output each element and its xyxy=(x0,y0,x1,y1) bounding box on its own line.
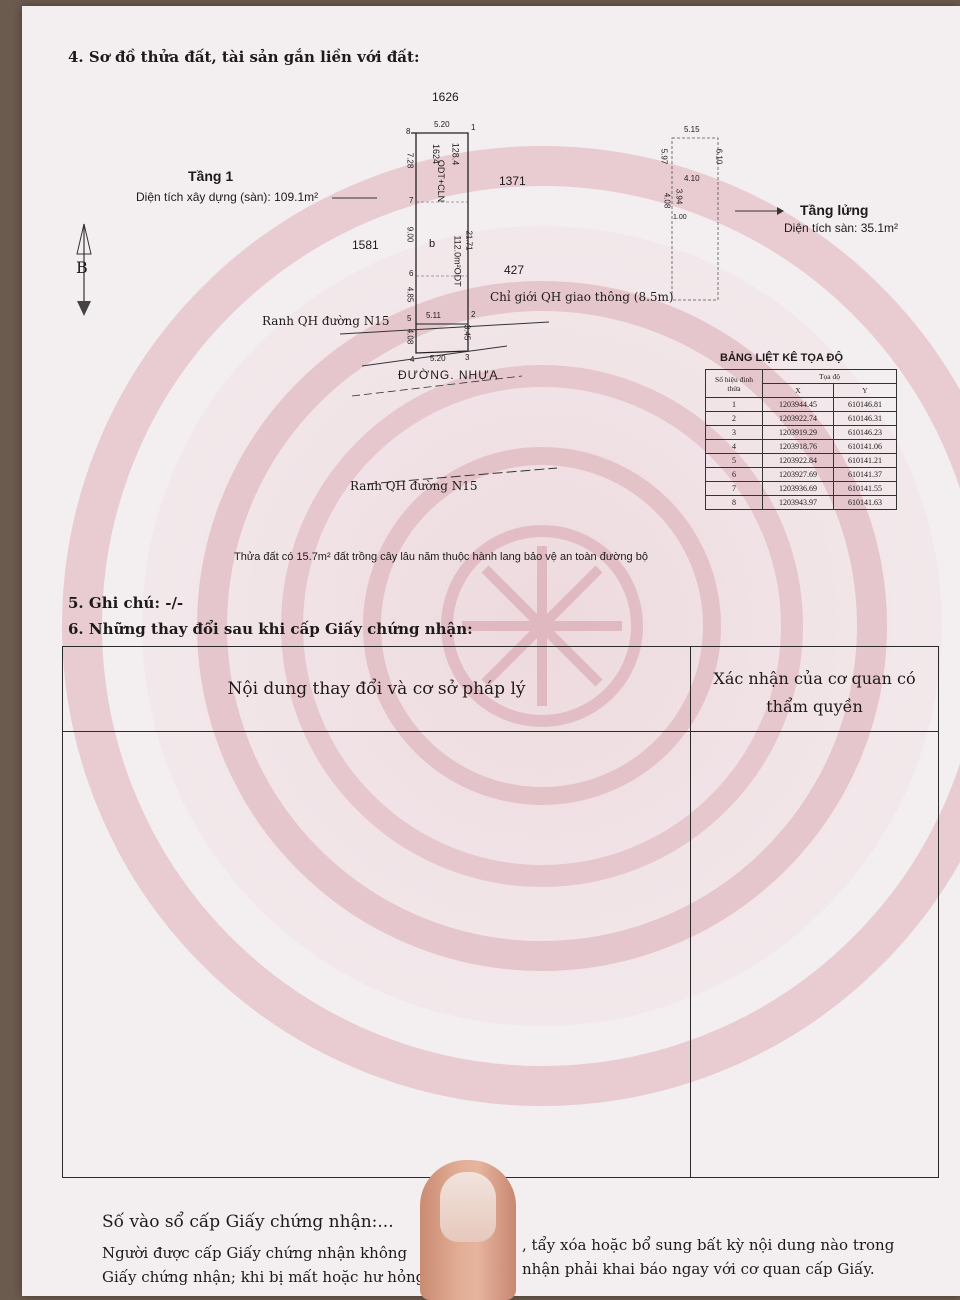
mezz-dim-left-top: 5.97 xyxy=(659,148,669,165)
section-5-title: 5. Ghi chú: -/- xyxy=(68,594,184,612)
section-6-title: 6. Những thay đổi sau khi cấp Giấy chứng… xyxy=(68,620,473,638)
thumbnail-nail xyxy=(440,1172,496,1242)
mezz-dim-mid: 4.10 xyxy=(684,174,700,183)
coord-y: 610141.06 xyxy=(833,439,897,454)
point-number: 1 xyxy=(705,397,763,412)
coords-col-coord: Tọa độ xyxy=(762,369,897,384)
mezzanine-area: Diện tích sàn: 35.1m² xyxy=(784,221,899,235)
parcel-west: 1581 xyxy=(352,238,379,252)
point-number: 5 xyxy=(705,453,763,468)
dim-bottom: 5.20 xyxy=(430,354,446,363)
dim-left-2: 9.00 xyxy=(405,226,415,243)
coord-y: 610146.31 xyxy=(833,411,897,426)
mezz-dim-small: 1.00 xyxy=(673,214,687,221)
coord-y: 610141.21 xyxy=(833,453,897,468)
notice-line-1b: , tẩy xóa hoặc bổ sung bất kỳ nội dung n… xyxy=(522,1236,895,1254)
coords-col-x: X xyxy=(762,383,834,398)
parcel-north: 1626 xyxy=(432,90,459,104)
dim-right-low: 3.45 xyxy=(462,324,472,341)
coords-col-y: Y xyxy=(833,383,897,398)
floor1-area: Diện tích xây dựng (sàn): 109.1m² xyxy=(136,190,319,204)
vertex-1: 1 xyxy=(471,123,476,132)
coord-x: 1203936.69 xyxy=(762,481,834,496)
road-name: ĐƯỜNG. NHỰA xyxy=(398,368,499,382)
vertex-2: 2 xyxy=(471,310,476,319)
dim-left-4: 4.08 xyxy=(405,328,415,345)
mezz-dim-inner: 3.94 xyxy=(674,188,684,205)
coords-table-title: BẢNG LIỆT KÊ TỌA ĐỘ xyxy=(720,352,844,364)
point-number: 4 xyxy=(705,439,763,454)
coord-x: 1203918.76 xyxy=(762,439,834,454)
coord-y: 610146.23 xyxy=(833,425,897,440)
mezz-dim-top: 5.15 xyxy=(684,125,700,134)
north-letter: B xyxy=(76,258,88,277)
point-number: 3 xyxy=(705,425,763,440)
vertex-7: 7 xyxy=(409,196,414,205)
notice-line-1: Người được cấp Giấy chứng nhận không xyxy=(102,1244,408,1262)
vertex-6: 6 xyxy=(409,269,414,278)
parcel-southeast: 427 xyxy=(504,263,525,277)
coord-y: 610141.63 xyxy=(833,495,897,510)
coord-x: 1203943.97 xyxy=(762,495,834,510)
coord-x: 1203922.84 xyxy=(762,453,834,468)
certificate-page: 4. Sơ đồ thửa đất, tài sản gắn liền với … xyxy=(22,6,960,1296)
changes-divider xyxy=(690,647,691,1177)
coord-x: 1203922.74 xyxy=(762,411,834,426)
point-number: 8 xyxy=(705,495,763,510)
coords-col-point: Số hiệu đỉnh thửa xyxy=(705,369,763,398)
parcel-code: ODT+CLN xyxy=(436,159,447,203)
section-4-title: 4. Sơ đồ thửa đất, tài sản gắn liền với … xyxy=(68,48,420,66)
coord-y: 610141.37 xyxy=(833,467,897,482)
road-boundary-bottom: Ranh QH đường N15 xyxy=(350,479,478,493)
parcel-letter-b: b xyxy=(429,238,436,250)
changes-col-content: Nội dung thay đổi và cơ sở pháp lý xyxy=(227,679,526,699)
parcel-note: Thửa đất có 15.7m² đất trồng cây lâu năm… xyxy=(234,551,648,563)
point-number: 6 xyxy=(705,467,763,482)
parcel-zone: 112.0m²ODT xyxy=(452,235,463,287)
coord-y: 610146.81 xyxy=(833,397,897,412)
changes-header xyxy=(63,647,938,732)
mezz-dim-right: 6.10 xyxy=(714,148,724,165)
vertex-3: 3 xyxy=(465,353,470,362)
parcel-map xyxy=(76,132,784,485)
dim-top: 5.20 xyxy=(434,120,450,129)
coord-x: 1203919.29 xyxy=(762,425,834,440)
point-number: 2 xyxy=(705,411,763,426)
floor1-label: Tầng 1 xyxy=(188,168,234,184)
changes-col-confirmation: Xác nhận của cơ quan có thẩm quyền xyxy=(713,669,916,716)
point-number: 7 xyxy=(705,481,763,496)
dim-middle: 5.11 xyxy=(426,311,441,320)
dim-left-3: 4.85 xyxy=(405,286,415,303)
vertex-5: 5 xyxy=(407,314,412,323)
parcel-area: 128.4 xyxy=(450,142,461,166)
traffic-boundary: Chỉ giới QH giao thông (8.5m) xyxy=(490,290,674,304)
vertex-8: 8 xyxy=(406,127,411,136)
notice-line-2: Giấy chứng nhận; khi bị mất hoặc hư hỏng xyxy=(102,1268,426,1286)
parcel-number: 1624 xyxy=(431,143,442,165)
mezzanine-label: Tầng lửng xyxy=(800,202,869,218)
vertex-4: 4 xyxy=(410,355,415,364)
coord-x: 1203944.45 xyxy=(762,397,834,412)
dim-left-1: 7.28 xyxy=(405,152,415,169)
parcel-east: 1371 xyxy=(499,174,526,188)
coord-x: 1203927.69 xyxy=(762,467,834,482)
mezz-dim-left-low: 4.08 xyxy=(662,192,672,209)
notice-line-2b: nhận phải khai báo ngay với cơ quan cấp … xyxy=(522,1260,875,1278)
dim-right: 21.71 xyxy=(464,230,474,251)
road-boundary-left: Ranh QH đường N15 xyxy=(262,314,390,328)
coord-y: 610141.55 xyxy=(833,481,897,496)
changes-table: Nội dung thay đổi và cơ sở pháp lý Xác n… xyxy=(62,646,939,1178)
register-number-line: Số vào sổ cấp Giấy chứng nhận:... xyxy=(102,1212,394,1232)
